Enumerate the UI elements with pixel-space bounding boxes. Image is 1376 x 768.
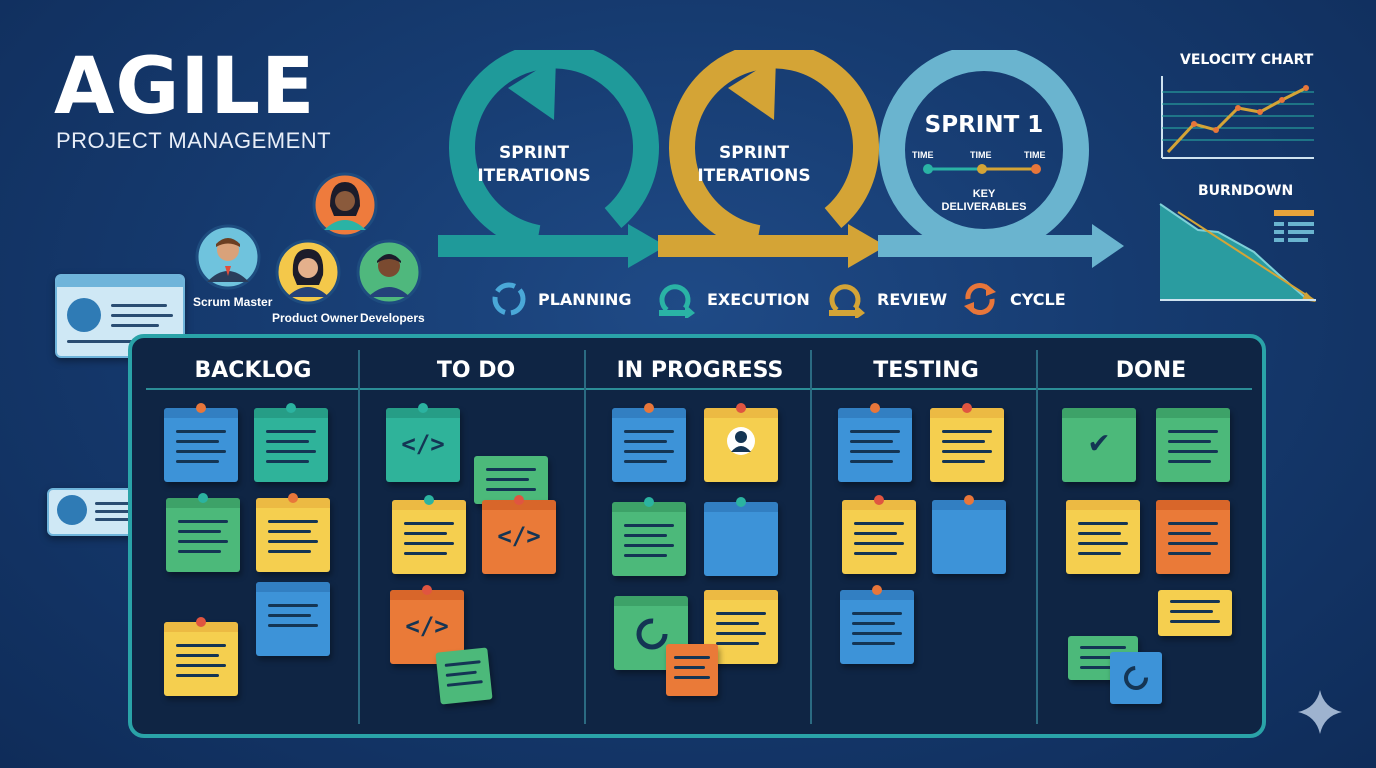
progress-ring-icon <box>636 618 668 650</box>
sticky-note[interactable] <box>1156 500 1230 574</box>
column-divider <box>358 350 360 724</box>
kanban-board: BACKLOG TO DO IN PROGRESS TESTING DONE <… <box>128 334 1266 738</box>
sticky-note[interactable] <box>704 497 778 576</box>
sticky-note-progress[interactable] <box>1110 652 1162 704</box>
sticky-note[interactable] <box>435 647 493 705</box>
cycle-1-label: SPRINT ITERATIONS <box>454 142 614 188</box>
role-label-developers: Developers <box>360 311 425 325</box>
sticky-note[interactable] <box>256 493 330 572</box>
column-divider <box>584 350 586 724</box>
column-divider <box>810 350 812 724</box>
sticky-note[interactable] <box>256 582 330 656</box>
sticky-note[interactable] <box>166 493 240 572</box>
burndown-chart-graphic <box>1159 203 1316 302</box>
person-icon <box>312 172 378 238</box>
velocity-chart-title: VELOCITY CHART <box>1180 52 1314 68</box>
sticky-note-code[interactable]: </> <box>482 495 556 574</box>
cycle-arrow-icon <box>659 284 695 318</box>
team-member-avatar <box>312 172 378 238</box>
person-icon <box>195 224 261 290</box>
phase-cycle-label: CYCLE <box>1010 289 1066 309</box>
time-label: TIME <box>970 150 992 160</box>
person-icon <box>356 239 422 305</box>
sticky-note-progress[interactable] <box>614 596 688 670</box>
role-label-scrum-master: Scrum Master <box>193 295 273 309</box>
sticky-note[interactable] <box>392 495 466 574</box>
sticky-note[interactable] <box>612 403 686 482</box>
review-cycle-icon <box>829 284 865 318</box>
column-header-testing: TESTING <box>873 358 979 383</box>
column-header-done: DONE <box>1115 358 1187 383</box>
phase-planning: PLANNING <box>490 279 632 319</box>
user-avatar-icon <box>727 427 755 455</box>
cycle-2-label: SPRINT ITERATIONS <box>674 142 834 188</box>
developers-avatar <box>356 239 422 305</box>
sprint-cycles-graphic <box>438 50 1124 268</box>
progress-ring-icon <box>1124 666 1148 690</box>
key-deliverables-label: KEY DELIVERABLES <box>904 188 1064 214</box>
column-header-todo: TO DO <box>436 358 516 383</box>
column-divider <box>1036 350 1038 724</box>
cycle-1-line1: SPRINT <box>499 143 569 163</box>
user-avatar-icon <box>57 495 87 525</box>
sticky-note[interactable] <box>666 644 718 696</box>
sticky-note[interactable] <box>842 495 916 574</box>
sparkle-icon <box>1298 690 1342 734</box>
person-icon <box>275 239 341 305</box>
sticky-note[interactable] <box>474 456 548 504</box>
product-owner-avatar <box>275 239 341 305</box>
sticky-note[interactable] <box>932 495 1006 574</box>
sticky-note[interactable] <box>840 585 914 664</box>
sticky-note[interactable] <box>164 617 238 696</box>
sticky-note[interactable] <box>1066 500 1140 574</box>
sticky-note[interactable] <box>164 403 238 482</box>
phase-planning-label: PLANNING <box>538 289 632 309</box>
phase-cycle: CYCLE <box>960 279 1066 319</box>
header-divider <box>146 388 1252 390</box>
code-icon: </> <box>497 522 541 550</box>
cycle-2-line2: ITERATIONS <box>697 166 811 186</box>
page-subtitle: PROJECT MANAGEMENT <box>56 128 332 153</box>
code-icon: </> <box>405 612 449 640</box>
deliverables-line: DELIVERABLES <box>941 201 1027 213</box>
cycle-1-line2: ITERATIONS <box>477 166 591 186</box>
sticky-note-person[interactable] <box>704 403 778 482</box>
sticky-note[interactable] <box>838 403 912 482</box>
sticky-note-check[interactable]: ✔ <box>1062 408 1136 482</box>
column-header-in-progress: IN PROGRESS <box>616 358 784 383</box>
user-avatar-icon <box>67 298 101 332</box>
phase-execution-label: EXECUTION <box>707 289 810 309</box>
checkmark-icon: ✔ <box>1089 422 1109 460</box>
sticky-note[interactable] <box>930 403 1004 482</box>
sticky-note[interactable] <box>612 497 686 576</box>
sticky-note-code[interactable]: </> <box>386 403 460 482</box>
page-title: AGILE <box>54 42 316 132</box>
sticky-note[interactable] <box>1156 408 1230 482</box>
role-label-product-owner: Product Owner <box>272 311 359 325</box>
phase-review-label: REVIEW <box>877 289 948 309</box>
sticky-note[interactable] <box>254 403 328 482</box>
time-label: TIME <box>1024 150 1046 160</box>
burndown-title: BURNDOWN <box>1198 183 1294 199</box>
column-header-backlog: BACKLOG <box>194 358 312 383</box>
refresh-icon <box>492 282 526 316</box>
sprint-1-title: SPRINT 1 <box>924 112 1044 138</box>
cycle-icon <box>964 283 996 315</box>
scrum-master-avatar <box>195 224 261 290</box>
phase-review: REVIEW <box>825 279 947 319</box>
cycle-2-line1: SPRINT <box>719 143 789 163</box>
time-label: TIME <box>912 150 934 160</box>
velocity-chart-graphic <box>1161 76 1314 159</box>
key-line: KEY <box>972 188 996 200</box>
code-icon: </> <box>401 430 445 458</box>
sticky-note[interactable] <box>1158 590 1232 636</box>
phase-execution: EXECUTION <box>655 279 810 319</box>
